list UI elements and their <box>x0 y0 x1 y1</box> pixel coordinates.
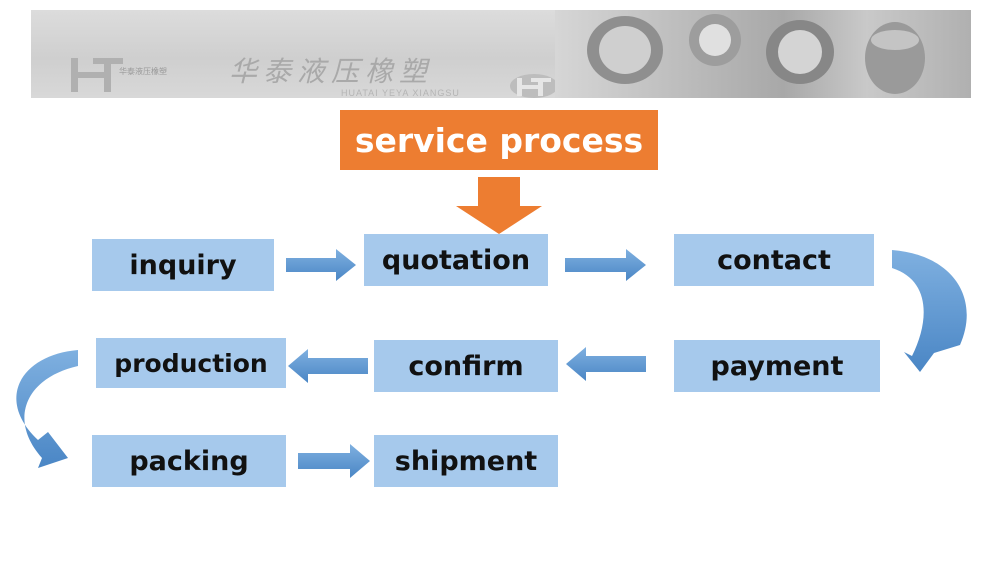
step-shipment: shipment <box>374 435 558 487</box>
step-inquiry: inquiry <box>92 239 274 291</box>
arrow-right-icon <box>565 249 646 281</box>
step-quotation: quotation <box>364 234 548 286</box>
header-banner: 华泰液压橡塑 华泰液压橡塑 HUATAI YEYA XIANGSU <box>31 10 971 98</box>
step-confirm: confirm <box>374 340 558 392</box>
ht-logo-icon <box>71 58 123 92</box>
banner-brand-pinyin: HUATAI YEYA XIANGSU <box>341 88 460 98</box>
ht-logo-small-icon <box>510 74 558 98</box>
arrow-right-icon <box>286 249 356 281</box>
curved-arrow-icon <box>16 350 78 468</box>
down-arrow-icon <box>456 177 542 234</box>
step-production: production <box>96 338 286 388</box>
arrow-right-icon <box>298 444 370 478</box>
bushings-photo <box>555 10 971 98</box>
step-packing: packing <box>92 435 286 487</box>
arrow-left-icon <box>566 347 646 381</box>
banner-brand-text: 华泰液压橡塑 <box>229 55 434 88</box>
banner-small-brand: 华泰液压橡塑 <box>119 67 167 76</box>
curved-arrow-icon <box>892 250 967 372</box>
step-contact: contact <box>674 234 874 286</box>
step-payment: payment <box>674 340 880 392</box>
page-title: service process <box>340 110 658 170</box>
arrow-left-icon <box>288 349 368 383</box>
